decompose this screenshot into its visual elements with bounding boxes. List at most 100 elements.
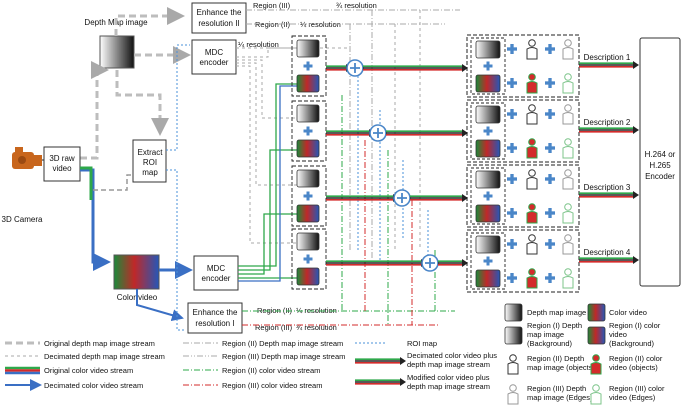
left-depth-3 — [296, 169, 320, 188]
description-arrow-4 — [579, 256, 639, 264]
group-person-depth2-4 — [526, 234, 538, 255]
group-inner-frame-4 — [470, 232, 506, 290]
left-pair-column — [291, 35, 327, 290]
group-plus-d-2 — [545, 143, 555, 153]
depth-to-roi-stream — [115, 70, 169, 136]
description-label-2: Description 2 — [584, 118, 631, 127]
raw-to-color-stream — [80, 168, 111, 271]
group-person-depth2-1 — [526, 39, 538, 60]
legend-decimated-depth: Decimated depth map image stream — [44, 352, 165, 361]
legend-depth-map: Depth map image — [527, 308, 586, 317]
group-inner-frame-1 — [470, 37, 506, 95]
camera-icon — [12, 147, 42, 169]
group-person-color2-1 — [526, 73, 538, 94]
legend-swatch-decimated-plus — [355, 357, 406, 365]
legend-icon-r2-color — [590, 354, 602, 375]
raw-video-box — [43, 146, 81, 182]
group-frame-4 — [466, 229, 580, 293]
description-arrow-1 — [579, 61, 639, 69]
label-three-quarter-top: ¾ resolution — [336, 1, 377, 10]
group-plus-d-4 — [545, 273, 555, 283]
legend-icon-r3-depth — [507, 384, 519, 405]
description-group-2: Description 2 — [466, 99, 639, 163]
description-group-1: Description 1 — [466, 34, 639, 98]
group-plus-c-2 — [507, 143, 517, 153]
description-label-4: Description 4 — [584, 248, 631, 257]
group-inner-frame-3 — [470, 167, 506, 225]
raw-to-color-green — [80, 166, 93, 200]
left-plus-2 — [303, 126, 313, 136]
color-to-enhance-bottom — [136, 289, 184, 321]
description-label-1: Description 1 — [584, 53, 631, 62]
legend-icon-r2-depth — [507, 354, 519, 375]
group-color-2 — [475, 139, 501, 158]
group-person-depth3-1 — [562, 39, 574, 60]
description-label-3: Description 3 — [584, 183, 631, 192]
camera-label: 3D Camera — [2, 215, 43, 224]
group-person-color2-3 — [526, 203, 538, 224]
depth-map-thumbnail — [99, 35, 135, 69]
legend-icon-depth — [504, 303, 523, 322]
legend-icon-r3-color — [590, 384, 602, 405]
legend-original-depth: Original depth map image stream — [44, 339, 155, 348]
legend-region3-color: Region (III) color video stream — [222, 381, 322, 390]
legend-color-video: Color video — [609, 308, 647, 317]
legend-icon-r1-color — [587, 326, 606, 345]
group-person-depth3-3 — [562, 169, 574, 190]
group-plus-b-2 — [545, 109, 555, 119]
group-depth-2 — [475, 105, 501, 124]
group-plus-b-1 — [545, 44, 555, 54]
legend: Original depth map image streamDecimated… — [5, 303, 665, 405]
group-person-color3-4 — [562, 268, 574, 289]
legend-swatch-original-color — [5, 366, 40, 375]
group-frame-2 — [466, 99, 580, 163]
mdc-bottom-fanout — [238, 83, 297, 282]
group-plus-d-1 — [545, 78, 555, 88]
group-inner-frame-2 — [470, 102, 506, 160]
vertical-region-lines — [341, 10, 436, 325]
group-plus-c-1 — [507, 78, 517, 88]
right-group-column: Description 1 Description 2 Description 3 D… — [466, 34, 639, 293]
roi-map-down — [166, 169, 185, 331]
left-plus-1 — [303, 61, 313, 71]
mdc-top-box — [191, 39, 237, 75]
group-person-depth2-3 — [526, 169, 538, 190]
label-region3-top: Region (III) — [253, 1, 291, 10]
roi-map-up — [166, 44, 190, 151]
left-color-4 — [296, 267, 320, 286]
left-color-1 — [296, 74, 320, 93]
combiner-column — [326, 59, 468, 272]
group-plus-a-4 — [507, 239, 517, 249]
group-color-3 — [475, 204, 501, 223]
group-person-color3-3 — [562, 203, 574, 224]
group-person-color3-2 — [562, 138, 574, 159]
legend-region2-color: Region (II) color video stream — [222, 366, 320, 375]
extract-roi-box — [132, 139, 167, 183]
group-plus-a-2 — [507, 109, 517, 119]
stream-out-1 — [363, 64, 468, 72]
group-plus-mid-3 — [483, 191, 493, 201]
description-group-4: Description 4 — [466, 229, 639, 293]
legend-decimated-color: Decimated color video stream — [44, 381, 143, 390]
enhance-bottom-box — [187, 302, 243, 334]
left-depth-4 — [296, 232, 320, 251]
group-plus-d-3 — [545, 208, 555, 218]
legend-region3-depth: Region (III) Depth map image stream — [222, 352, 345, 361]
label-region3-bottom: Region (III) — [255, 323, 293, 332]
description-arrow-3 — [579, 191, 639, 199]
left-plus-4 — [303, 254, 313, 264]
group-depth-1 — [475, 40, 501, 59]
